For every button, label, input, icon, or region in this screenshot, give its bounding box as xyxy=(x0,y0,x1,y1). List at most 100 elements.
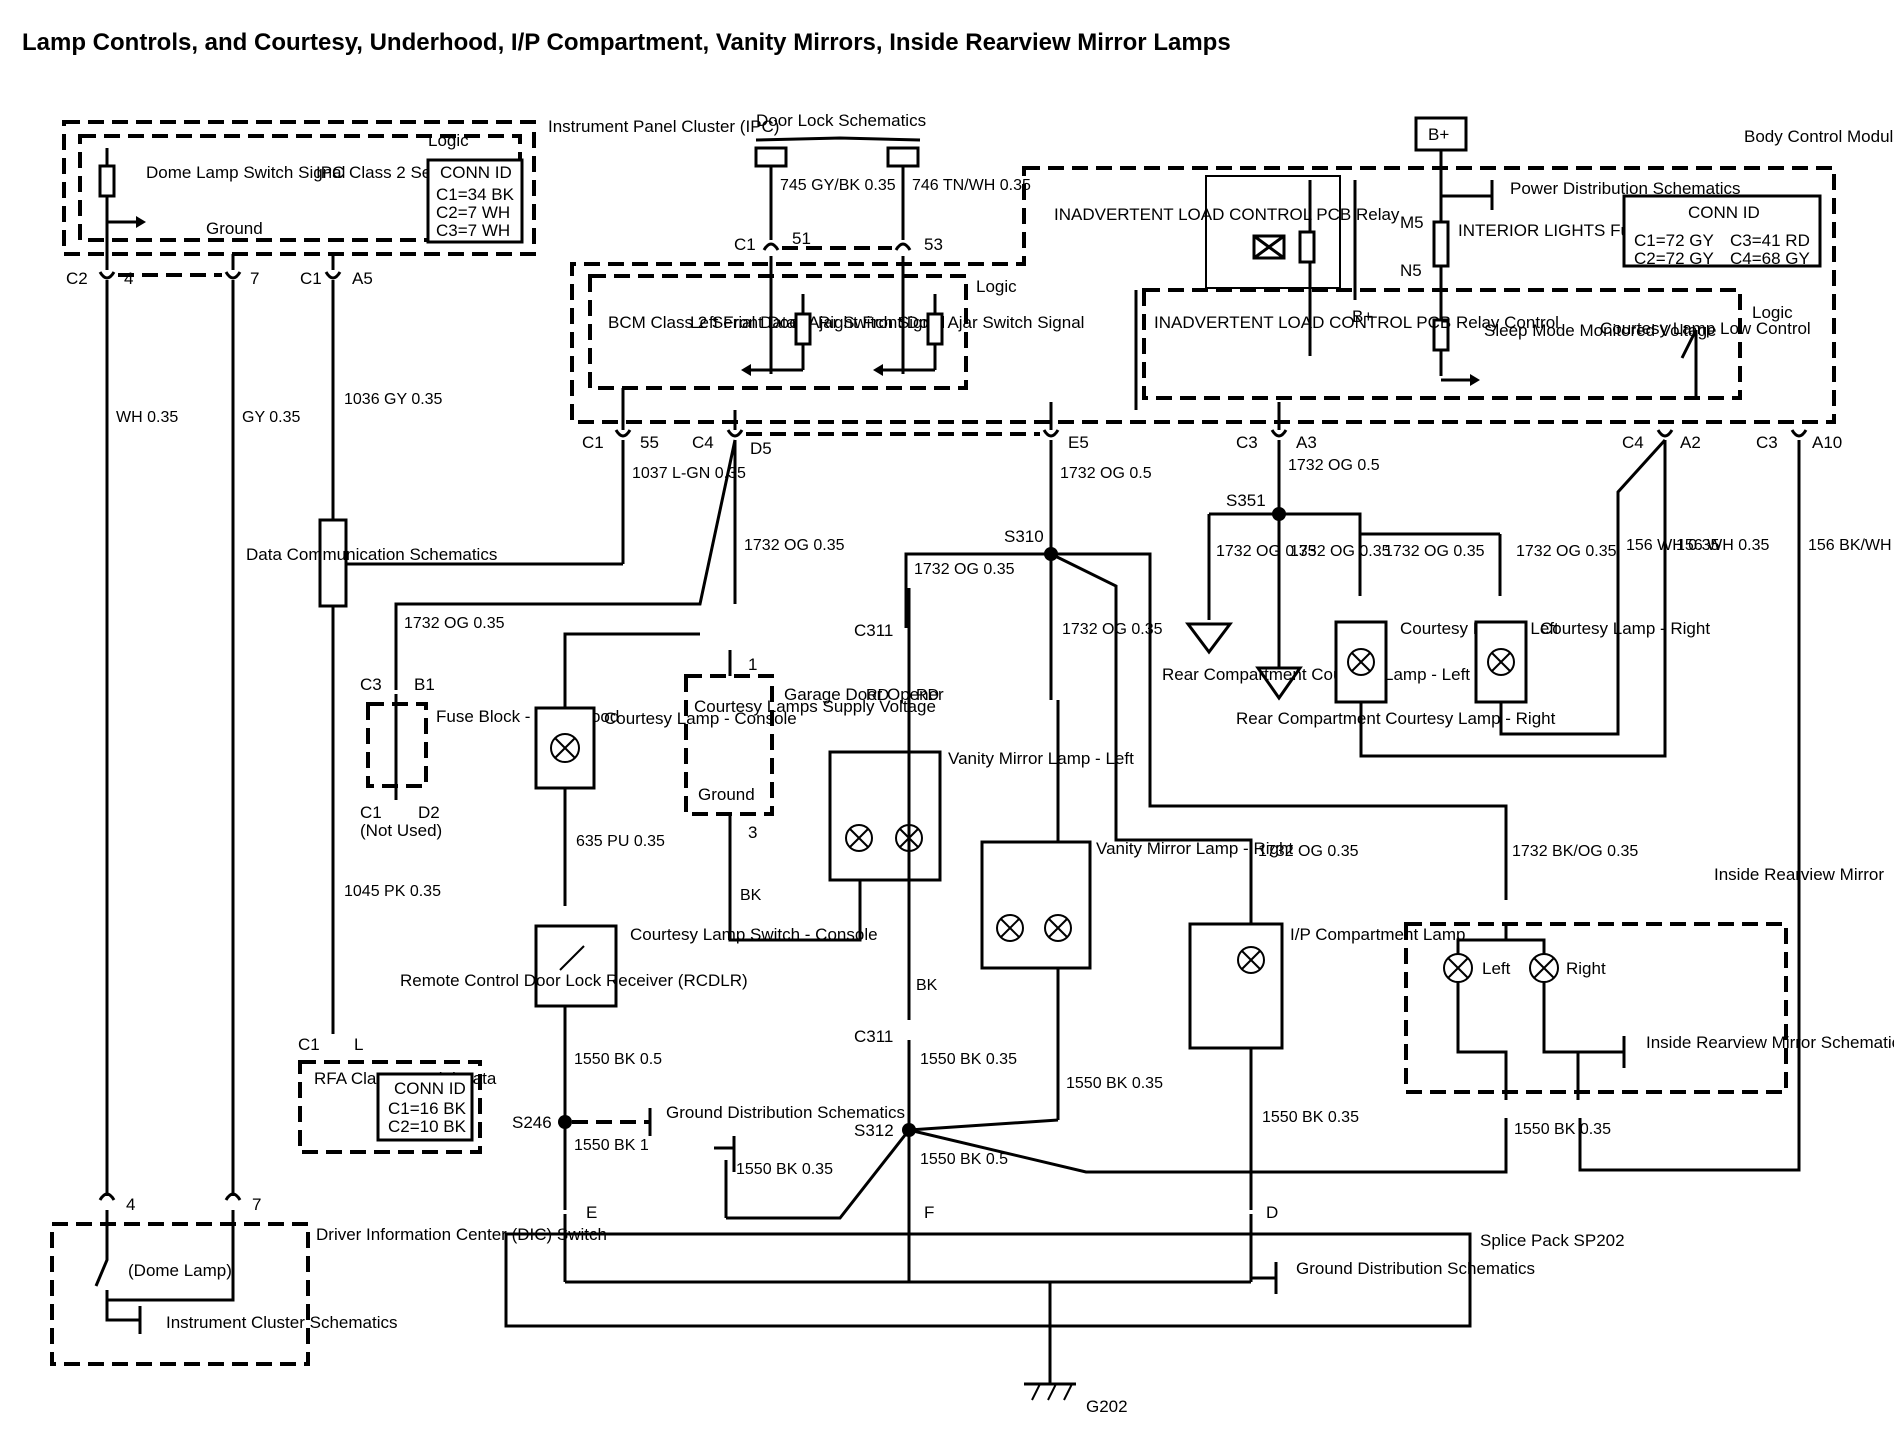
wire-1732-d: 1732 OG 0.35 xyxy=(404,615,505,632)
ipc-conn-2: C2=7 WH xyxy=(436,203,510,222)
conn-c1-d2: C1 xyxy=(360,803,382,822)
ipc-conn-3: C3=7 WH xyxy=(436,221,510,240)
bcm-serial-label: BCM Class 2 Serial Data xyxy=(608,313,797,332)
wire-gy: GY 0.35 xyxy=(242,409,301,426)
splice-s246 xyxy=(558,1115,572,1129)
bcm-conn-1: C1=72 GY xyxy=(1634,231,1714,250)
conn-c1-55: C1 xyxy=(582,433,604,452)
pin-l: L xyxy=(354,1035,363,1054)
pin-f: F xyxy=(924,1203,934,1222)
garage-ground-label: Ground xyxy=(698,785,755,804)
conn-c1-l: C1 xyxy=(298,1035,320,1054)
dic-switch xyxy=(50,1222,310,1366)
vanity-right-label: Vanity Mirror Lamp - Right xyxy=(1096,839,1293,858)
wire-746: 746 TN/WH 0.35 xyxy=(912,177,1031,194)
conn-c3: C3 xyxy=(1236,433,1258,452)
wire-1550-e: 1550 BK 0.5 xyxy=(920,1151,1008,1168)
dic-label: Driver Information Center (DIC) Switch xyxy=(316,1225,607,1244)
wire-bk-1: BK xyxy=(740,887,762,904)
pin-55: 55 xyxy=(640,433,659,452)
pin-d2: D2 xyxy=(418,803,440,822)
rfa-conn-2: C2=10 BK xyxy=(388,1117,467,1136)
door-lock-conn-1 xyxy=(754,146,788,168)
conn-c2: C2 xyxy=(66,269,88,288)
ic-schem-label: Instrument Cluster Schematics xyxy=(166,1313,397,1332)
dome-lamp-label: (Dome Lamp) xyxy=(128,1261,232,1280)
pin-7: 7 xyxy=(250,269,259,288)
wire-1550-b: 1550 BK 1 xyxy=(574,1137,649,1154)
wire-1732-e: 1732 OG 0.35 xyxy=(914,561,1015,578)
ipc-conn-title: CONN ID xyxy=(440,163,512,182)
wire-156-b: 156 WH 0.35 xyxy=(1676,537,1769,554)
ipc-resistor xyxy=(98,164,116,198)
conn-c4: C4 xyxy=(692,433,714,452)
wire-1732-f: 1732 OG 0.35 xyxy=(1062,621,1163,638)
conn-c3-b: C3 xyxy=(1756,433,1778,452)
rear-right-connector xyxy=(1255,666,1303,701)
pin-e5: E5 xyxy=(1068,433,1089,452)
conn-c4-b: C4 xyxy=(1622,433,1644,452)
rcdlr-label: Remote Control Door Lock Receiver (RCDLR… xyxy=(400,971,748,990)
diagram-title: Lamp Controls, and Courtesy, Underhood, … xyxy=(22,29,1231,56)
ip-compartment-lamp xyxy=(1188,922,1284,1050)
pin-a5: A5 xyxy=(352,269,373,288)
wire-1550-d: 1550 BK 0.35 xyxy=(1066,1075,1163,1092)
rear-left-label: Rear Compartment Courtesy Lamp - Left xyxy=(1162,665,1470,684)
pin-51: 51 xyxy=(792,229,811,248)
wire-wh: WH 0.35 xyxy=(116,409,178,426)
rcdlr-box xyxy=(298,1060,482,1154)
wire-156-c: 156 BK/WH 0.35 xyxy=(1808,537,1894,554)
label-s246: S246 xyxy=(512,1113,552,1132)
courtesy-switch-console xyxy=(534,924,618,1008)
bcm-logic-label-2: Logic xyxy=(1752,303,1793,322)
vanity-mirror-right xyxy=(980,840,1092,970)
pin-a10: A10 xyxy=(1812,433,1842,452)
conn-c1: C1 xyxy=(300,269,322,288)
wire-1037: 1037 L-GN 0.35 xyxy=(632,465,746,482)
wire-1550-a: 1550 BK 0.5 xyxy=(574,1051,662,1068)
wire-635: 635 PU 0.35 xyxy=(576,833,665,850)
bplus-2: B+ xyxy=(1352,307,1373,326)
data-comm-label: Data Communication Schematics xyxy=(246,545,497,564)
ipc-ground-label: Ground xyxy=(206,219,263,238)
rear-right-label: Rear Compartment Courtesy Lamp - Right xyxy=(1236,709,1556,728)
pin-53: 53 xyxy=(924,235,943,254)
ipc-logic-label: Logic xyxy=(428,131,469,150)
splice-label: Splice Pack SP202 xyxy=(1480,1231,1625,1250)
garage-label: Garage Door Opener xyxy=(784,685,944,704)
pin-d: D xyxy=(1266,1203,1278,1222)
courtesy-low-label: Courtesy Lamp Low Control xyxy=(1600,319,1811,338)
wire-1732-k: 1732 OG 0.35 xyxy=(1516,543,1617,560)
wire-1550-g: 1550 BK 0.35 xyxy=(1514,1121,1611,1138)
pin-d5: D5 xyxy=(750,439,772,458)
conn-c311-b: C311 xyxy=(854,1027,893,1046)
wire-rd-1: RD xyxy=(866,687,889,704)
ipc-connectors: C2 4 7 C1 A5 xyxy=(66,254,373,288)
bcm-name: Body Control Module (BCM) xyxy=(1744,127,1894,146)
g202-label: G202 xyxy=(1086,1397,1128,1416)
pin-4: 4 xyxy=(124,269,133,288)
pin-1: 1 xyxy=(748,655,757,674)
ip-comp-label: I/P Compartment Lamp xyxy=(1290,925,1465,944)
relay-label: INADVERTENT LOAD CONTROL PCB Relay xyxy=(1054,205,1400,224)
wire-745: 745 GY/BK 0.35 xyxy=(780,177,896,194)
wire-bk-2: BK xyxy=(916,977,938,994)
door-lock-label: Door Lock Schematics xyxy=(756,111,926,130)
rfa-conn-1: C1=16 BK xyxy=(388,1099,467,1118)
wire-1732-b: 1732 OG 0.5 xyxy=(1060,465,1152,482)
bcm-conn-title: CONN ID xyxy=(1688,203,1760,222)
pin-e: E xyxy=(586,1203,597,1222)
bcm-conn-4: C4=68 GY xyxy=(1730,249,1810,268)
conn-c3-b1: C3 xyxy=(360,675,382,694)
ground-dist-label-2: Ground Distribution Schematics xyxy=(1296,1259,1535,1278)
wire-1732-a: 1732 OG 0.35 xyxy=(744,537,845,554)
pin-7-dic: 7 xyxy=(252,1195,261,1214)
door-lock-conn-2 xyxy=(886,146,920,168)
inside-mirror-label: Inside Rearview Mirror xyxy=(1714,865,1884,884)
wire-1732-l: 1732 BK/OG 0.35 xyxy=(1512,843,1638,860)
relay-box xyxy=(1205,175,1341,289)
courtesy-console-label: Courtesy Lamp - Console xyxy=(604,709,797,728)
label-s312: S312 xyxy=(854,1121,894,1140)
